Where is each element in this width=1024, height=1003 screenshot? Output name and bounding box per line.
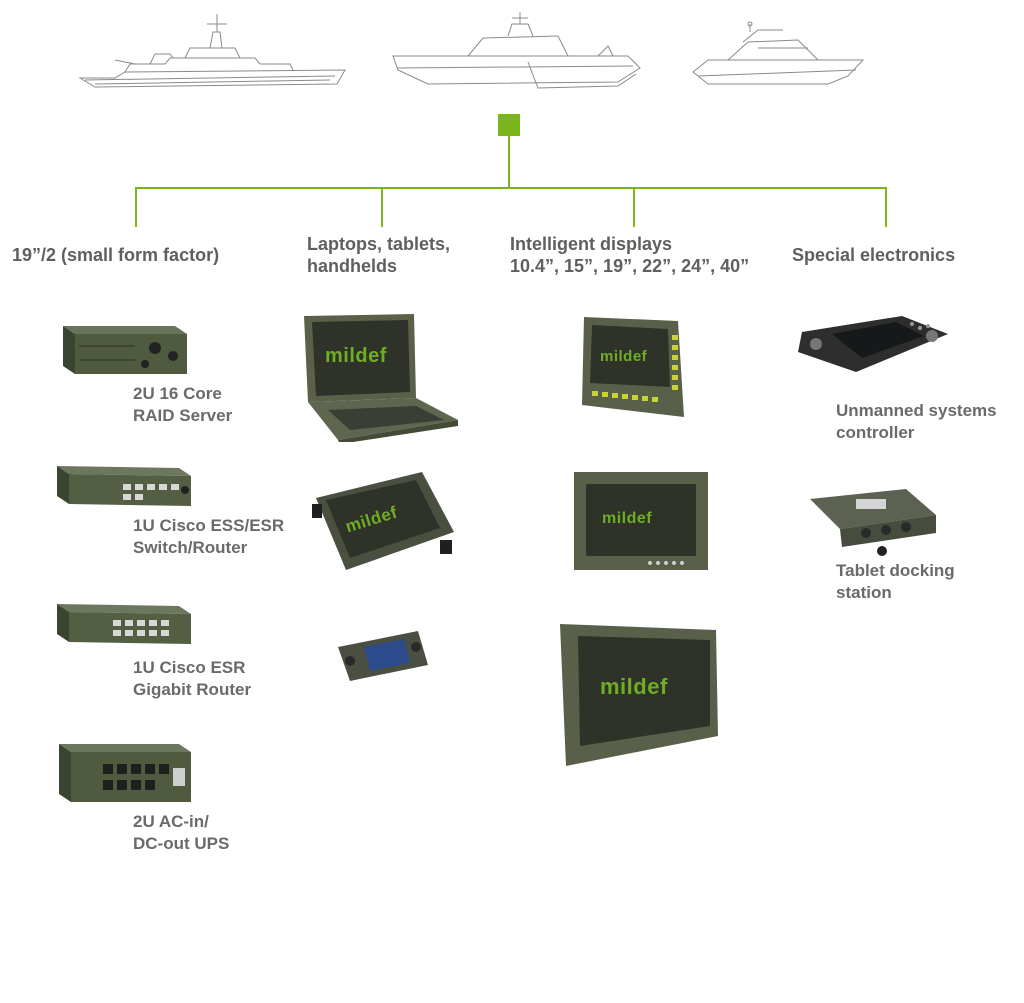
tree-leg-1 (135, 187, 137, 227)
display-10-logo: mildef (600, 348, 648, 365)
destroyer-ship-drawing (78, 14, 346, 88)
tree-leg-3 (633, 187, 635, 227)
display-15-logo: mildef (602, 510, 653, 527)
column-heading-displays: Intelligent displays 10.4”, 15”, 19”, 22… (510, 234, 750, 276)
item-label-cisco-gigabit-router: 1U Cisco ESR Gigabit Router (133, 658, 252, 699)
cisco-switch-router-image (57, 466, 191, 506)
item-label-tablet-docking-station: Tablet docking station (836, 561, 955, 602)
trimaran-ship-drawing (392, 12, 641, 89)
column-heading-special-electronics: Special electronics (792, 245, 956, 265)
rugged-laptop-image (304, 314, 458, 442)
item-label-cisco-switch-router: 1U Cisco ESS/ESR Switch/Router (133, 516, 285, 557)
ups-image (59, 744, 191, 802)
column-heading-small-form-factor: 19”/2 (small form factor) (12, 245, 220, 265)
item-label-unmanned-controller: Unmanned systems controller (836, 401, 997, 442)
handheld-computer-image (338, 631, 428, 681)
cisco-gigabit-router-image (57, 604, 191, 644)
tree-leg-2 (381, 187, 383, 227)
patrol-boat-drawing (692, 21, 865, 85)
column-heading-laptops: Laptops, tablets, handhelds (307, 234, 451, 276)
display-19-inch-image (560, 624, 718, 766)
display-19-logo: mildef (600, 674, 668, 699)
tree-root-square (498, 114, 520, 136)
tree-leg-4 (885, 187, 887, 227)
laptop-logo: mildef (325, 345, 387, 367)
tree-branch-bar (135, 187, 887, 189)
unmanned-systems-controller-image (798, 316, 948, 372)
item-label-raid-server: 2U 16 Core RAID Server (133, 384, 233, 425)
display-10-inch-image (582, 317, 684, 417)
tree-trunk (508, 136, 510, 188)
raid-server-image (63, 326, 187, 374)
display-15-inch-image (574, 472, 708, 570)
item-label-ups: 2U AC-in/ DC-out UPS (133, 812, 230, 853)
rugged-tablet-image (312, 472, 454, 570)
tablet-docking-station-image (810, 489, 936, 556)
